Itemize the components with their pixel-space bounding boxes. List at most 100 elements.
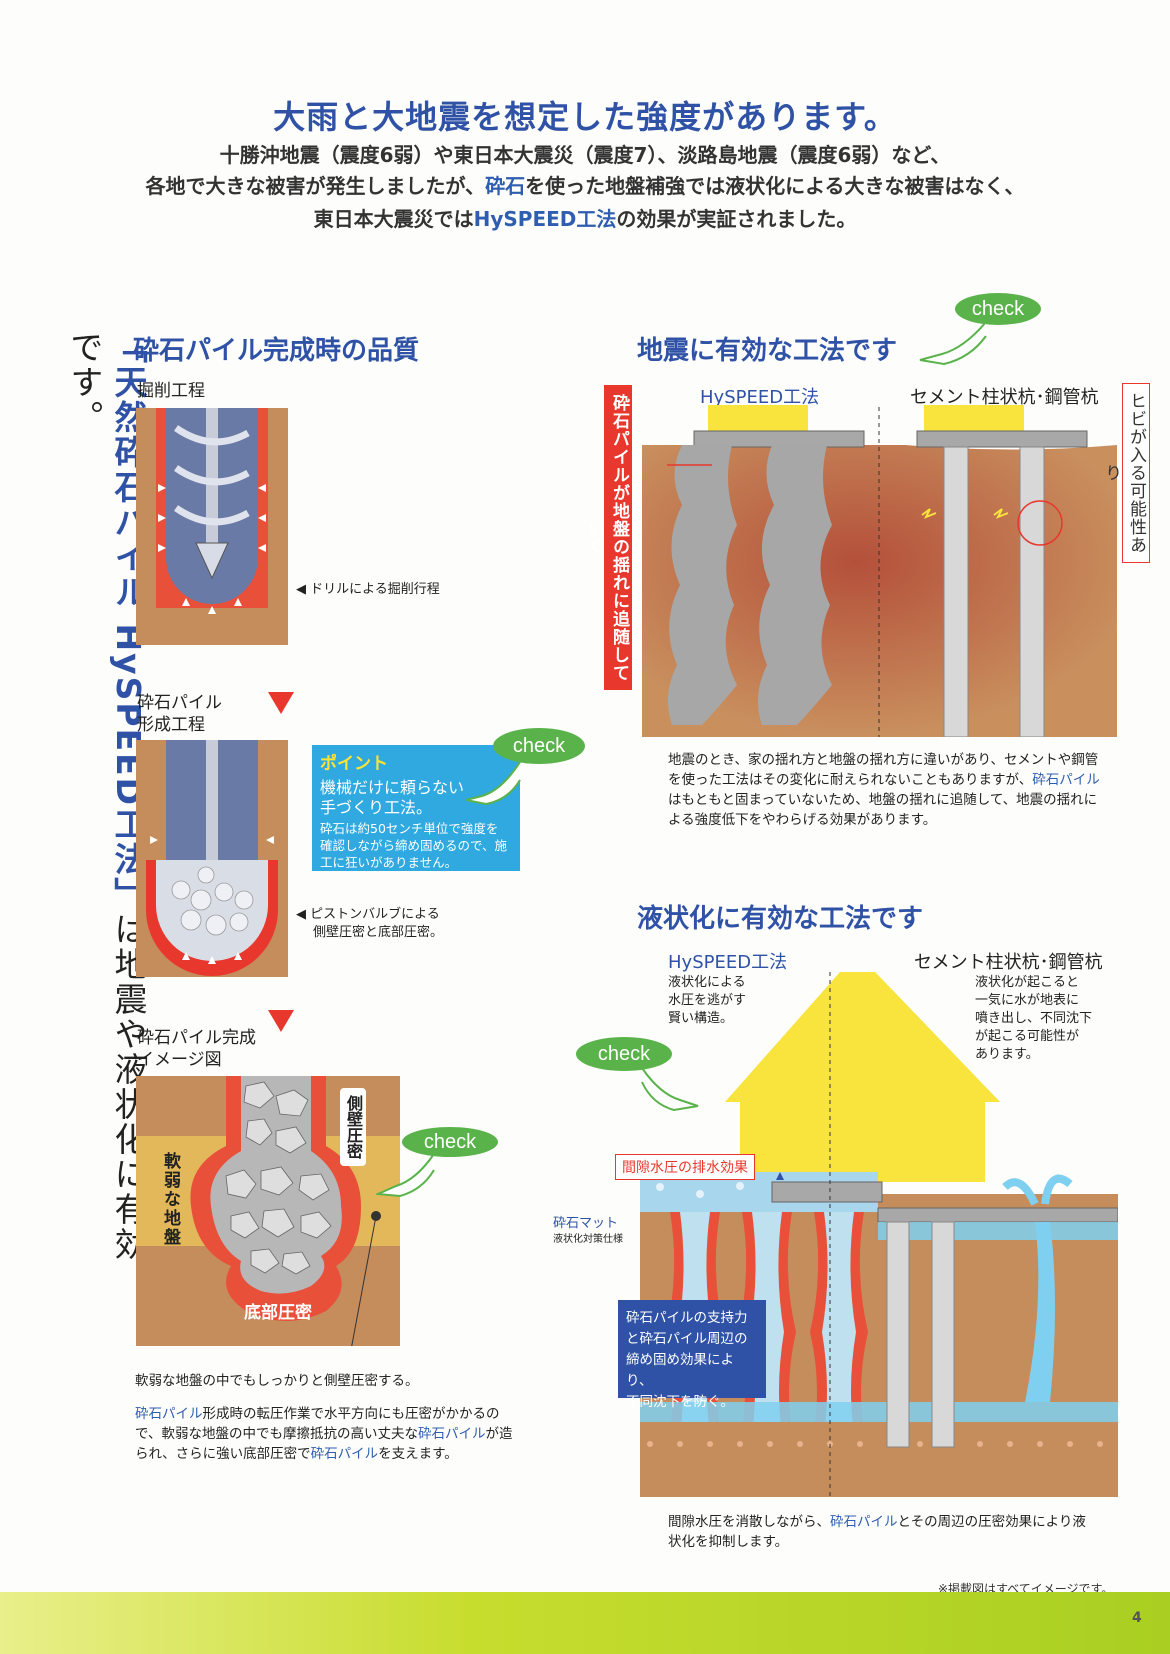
eq-desc2-text: を使った工法はその変化に耐えられないこともありますが、 — [668, 772, 1033, 788]
quality-desc-line2: で、軟弱な地盤の中でも摩擦抵抗の高い丈夫な砕石パイルが造 — [135, 1424, 535, 1444]
side-compaction-label: 側壁圧密 — [340, 1088, 366, 1166]
liq-left-note1: 液状化による — [668, 975, 746, 990]
eq-desc-line2: を使った工法はその変化に耐えられないこともありますが、砕石パイル — [668, 770, 1108, 790]
support-box-line3: 締め固め効果により、 — [626, 1352, 734, 1389]
quality-desc2-end: が造 — [485, 1426, 513, 1442]
eq-desc-line3: はもともと固まっていないため、地盤の揺れに追随して、地震の揺れに — [668, 792, 1098, 808]
earthquake-title: 地震に有効な工法です — [637, 336, 898, 366]
forming-diagram — [136, 740, 288, 977]
pointing-hand-icon — [465, 761, 521, 806]
eq-desc-line4: よる強度低下をやわらげる効果があります。 — [668, 812, 937, 828]
liq-desc1-hl: 砕石パイル — [830, 1514, 898, 1530]
check-badge-2: check — [955, 293, 1041, 325]
step2-caption: ◀ ピストンバルブによる側壁圧密と底部圧密。 — [296, 907, 444, 940]
liq-left-note3: 賢い構造。 — [668, 1011, 734, 1026]
quality-desc3-end: を支えます。 — [378, 1446, 458, 1462]
point-line1: 機械だけに頼らない — [320, 778, 465, 797]
point-desc3: 工に狂いがありません。 — [320, 855, 458, 870]
header-line-2-highlight: 砕石 — [485, 174, 526, 198]
quality-desc2-text: で、軟弱な地盤の中でも摩擦抵抗の高い丈夫な — [135, 1426, 418, 1442]
step2-label: 砕石パイル形成工程 — [137, 692, 222, 736]
support-box-line1: 砕石パイルの支持力 — [626, 1310, 748, 1326]
liq-desc1-end: とその周辺の圧密効果により液 — [897, 1514, 1086, 1530]
step3-label: 砕石パイル完成イメージ図 — [137, 1027, 256, 1071]
header-line-3c: の効果が実証されました。 — [616, 207, 857, 231]
quality-caption: 軟弱な地盤の中でもしっかりと側壁圧密する。 — [135, 1373, 419, 1389]
liq-right-note1: 液状化が起こると — [975, 975, 1080, 990]
pointing-hand-icon-4 — [641, 1067, 699, 1112]
quality-desc3-hl: 砕石パイル — [310, 1446, 379, 1462]
liq-right-label: セメント柱状杭･鋼管杭 — [914, 952, 1103, 973]
support-box: 砕石パイルの支持力 と砕石パイル周辺の 締め固め効果により、 不同沈下を防ぐ。 — [618, 1300, 766, 1410]
step2-caption-line1: ピストンバルブによる — [310, 907, 440, 922]
liq-right-note5: あります。 — [975, 1047, 1039, 1062]
header-line-2: 各地で大きな被害が発生しましたが、砕石を使った地盤補強では液状化による大きな被害… — [0, 170, 1170, 199]
step1-label: 掘削工程 — [137, 381, 205, 401]
step2-label-line2: 形成工程 — [137, 715, 205, 735]
quality-desc3-text: られ、さらに強い底部圧密で — [135, 1446, 311, 1462]
step2-label-line1: 砕石パイル — [137, 693, 222, 713]
soft-ground-label: 軟弱な地盤 — [160, 1152, 180, 1247]
step1-caption-text: ドリルによる掘削行程 — [310, 582, 440, 597]
eq-left-label: HySPEED工法 — [700, 387, 820, 408]
step2-caption-line2: 側壁圧密と底部圧密。 — [313, 925, 444, 940]
quality-desc1-hl: 砕石パイル — [135, 1406, 203, 1422]
step3-label-line2: イメージ図 — [137, 1050, 222, 1070]
support-box-line4: 不同沈下を防ぐ。 — [626, 1394, 734, 1410]
eq-right-label: セメント柱状杭･鋼管杭 — [910, 387, 1099, 408]
check-badge-3: check — [402, 1127, 498, 1157]
eq-desc-line1: 地震のとき、家の揺れ方と地盤の揺れ方に違いがあり、セメントや鋼管 — [668, 752, 1099, 768]
step3-label-line1: 砕石パイル完成 — [137, 1028, 256, 1048]
liq-right-note2: 一気に水が地表に — [975, 993, 1080, 1008]
header-line-2c: を使った地盤補強では液状化による大きな被害はなく、 — [525, 174, 1025, 198]
liq-left-note2: 水圧を逃がす — [668, 993, 747, 1008]
header-line-3a: 東日本大震災では — [313, 207, 474, 231]
page-number: 4 — [1132, 1610, 1142, 1626]
quality-desc1-text: 形成時の転圧作業で水平方向にも圧密がかかるの — [202, 1406, 500, 1422]
header-line-1: 十勝沖地震（震度6弱）や東日本大震災（震度7）、淡路島地震（震度6弱）など、 — [219, 143, 951, 167]
liq-desc1-text: 間隙水圧を消散しながら、 — [668, 1514, 830, 1530]
liq-desc-line2: 状化を抑制します。 — [668, 1534, 789, 1550]
step1-caption: ◀ ドリルによる掘削行程 — [296, 582, 440, 597]
quality-desc-line3: られ、さらに強い底部圧密で砕石パイルを支えます。 — [135, 1444, 535, 1464]
bottom-compaction-label: 底部圧密 — [244, 1303, 312, 1323]
completed-pile-diagram — [136, 1076, 400, 1346]
header-line-2a: 各地で大きな被害が発生しましたが、 — [145, 174, 486, 198]
drill-diagram — [136, 408, 288, 645]
liq-right-note4: が起こる可能性が — [975, 1029, 1080, 1044]
earthquake-description: 地震のとき、家の揺れ方と地盤の揺れ方に違いがあり、セメントや鋼管 を使った工法は… — [668, 750, 1108, 830]
eq-desc2-hl: 砕石パイル — [1032, 772, 1100, 788]
drain-effect-label: 間隙水圧の排水効果 — [615, 1154, 755, 1180]
quality-desc2-hl: 砕石パイル — [417, 1426, 486, 1442]
liquefaction-title: 液状化に有効な工法です — [637, 904, 924, 934]
point-desc2: 確認しながら締め固めるので、施 — [320, 838, 508, 853]
down-arrow-1 — [268, 692, 294, 714]
liq-desc-line1: 間隙水圧を消散しながら、砕石パイルとその周辺の圧密効果により液 — [668, 1512, 1108, 1532]
page-title: 大雨と大地震を想定した強度があります。 — [273, 98, 897, 136]
point-desc: 砕石は約50センチ単位で強度を確認しながら締め固めるので、施工に狂いがありません… — [312, 818, 520, 873]
quality-description: 砕石パイル形成時の転圧作業で水平方向にも圧密がかかるの で、軟弱な地盤の中でも摩… — [135, 1404, 535, 1464]
mat-label: 砕石マット — [553, 1216, 619, 1231]
liq-left-label: HySPEED工法 — [668, 952, 788, 973]
point-box: ポイント 機械だけに頼らない手づくり工法。 砕石は約50センチ単位で強度を確認し… — [312, 745, 520, 871]
check-badge-1: check — [493, 728, 585, 764]
point-desc1: 砕石は約50センチ単位で強度を — [320, 821, 499, 836]
down-arrow-2 — [268, 1010, 294, 1032]
liquefaction-diagram — [640, 972, 1118, 1497]
liq-left-note: 液状化による水圧を逃がす賢い構造。 — [668, 974, 746, 1028]
header-line-3-highlight: HySPEED工法 — [473, 207, 617, 231]
quality-title: 砕石パイル完成時の品質 — [133, 336, 420, 366]
support-box-line2: と砕石パイル周辺の — [626, 1331, 748, 1347]
liq-right-note: 液状化が起こると一気に水が地表に噴き出し、不同沈下が起こる可能性があります。 — [975, 974, 1092, 1064]
pointing-hand-icon-2 — [919, 321, 987, 366]
point-main: 機械だけに頼らない手づくり工法。 — [312, 778, 520, 818]
earthquake-diagram — [642, 405, 1117, 737]
point-title: ポイント — [320, 754, 388, 774]
liq-right-note3: 噴き出し、不同沈下 — [975, 1011, 1093, 1026]
footer-bar — [0, 1592, 1170, 1654]
eq-crack-note: ヒビが入る可能性あり — [1101, 383, 1150, 563]
point-line2: 手づくり工法。 — [320, 798, 433, 817]
pointing-hand-icon-3 — [376, 1153, 435, 1198]
header-line-3: 東日本大震災ではHySPEED工法の効果が実証されました。 — [0, 203, 1170, 232]
check-badge-4: check — [576, 1037, 672, 1071]
